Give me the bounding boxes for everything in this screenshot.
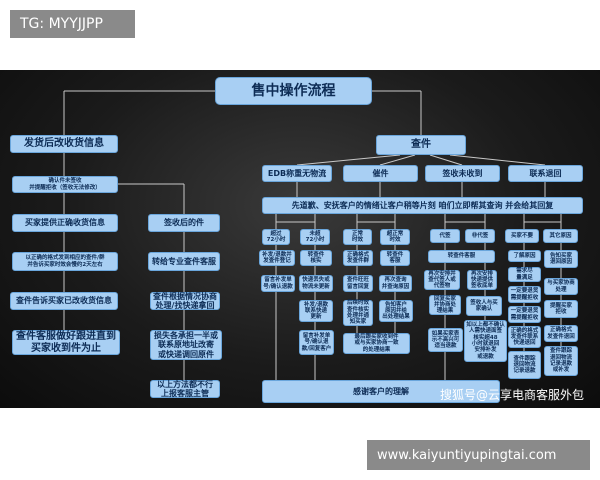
flow-node: 超过 72小时 — [262, 229, 290, 245]
flow-node: 非代签 — [465, 229, 495, 243]
flow-node: 查件跟踪 退回物流 记录退款 或补发 — [544, 346, 578, 376]
flow-node: 查件客服做好跟进直到 买家收到件为止 — [12, 330, 120, 355]
flow-node: 一定要退货 需提醒拒收 — [508, 306, 541, 323]
flow-node: 了解原因 — [508, 250, 541, 262]
flow-node: 如果买家表 示不高兴可 适当退款 — [428, 328, 463, 352]
flow-node: 转查件 客服 — [380, 250, 410, 266]
flow-node: 买家提供正确收货信息 — [12, 214, 118, 232]
flow-node: 查件根据情况协商 处理/找快递拿回 — [150, 292, 220, 310]
flow-node: 催件 — [343, 165, 418, 182]
connector-line — [296, 154, 401, 166]
flowchart-title: 售中操作流程 — [215, 77, 372, 105]
flow-node: 以正确的格式发到相应的查件/群 并告诉买家时效会慢约2天左右 — [12, 252, 118, 271]
flow-node: 发货后改收货信息 — [10, 135, 118, 153]
flow-node: 转给专业查件客服 — [148, 252, 220, 271]
flow-node: 未超 72小时 — [300, 229, 330, 245]
flowchart: 售中操作流程 发货后改收货信息 查件确认件未签收 并提醒拒收（签收无法修改） 买家提… — [0, 70, 600, 408]
flow-node: 后续时效 查件核实 处理并通 知买家 — [343, 300, 373, 326]
flow-node: 提醒买家 拒收 — [544, 300, 578, 318]
flow-node: 损失各承担一半或 联系原地址改寄 或快递调回原件 — [150, 330, 222, 360]
flow-node: 留言补发单 号/确认退款 — [261, 275, 295, 292]
flow-node: 查件旺旺 留言回复 — [343, 275, 373, 292]
flow-node: 正确格式 发查件群 — [343, 250, 373, 266]
flow-node: 回复买家 并协商处 理结果 — [429, 295, 461, 315]
connector-line — [379, 154, 416, 166]
flow-node: 告知买家 退回原因 — [544, 250, 578, 268]
connector-line — [429, 154, 463, 166]
flow-node: 查件 — [376, 135, 466, 155]
flow-node: 先道歉、安抚客户的情绪让客户稍等片刻 咱们立即帮其查询 并会给其回复 — [262, 197, 583, 214]
flow-node: 转查件 核实 — [300, 250, 332, 266]
flow-node: 再次安排并 查代签人或 代签物 — [424, 270, 460, 290]
overlay-tag: TG: MYYJJPP — [10, 10, 135, 38]
flow-node: 其它原因 — [543, 229, 578, 243]
flow-node: 再次查询 并查询原因 — [379, 275, 412, 292]
flow-node: 再次安排 快递提供 签收底单 — [467, 270, 497, 290]
flow-node: 正确的格式 发查件联系 快递退回 — [508, 326, 541, 348]
flow-node: 正常 时效 — [343, 229, 372, 245]
flow-node: 查件告诉买家已改收货信息 — [10, 292, 118, 310]
flow-node: 感谢客户的理解 — [262, 380, 500, 403]
flow-node: 转查件客服 — [428, 250, 495, 263]
flow-node: 快递丢失或 物流未更新 — [299, 275, 333, 292]
flow-node: 补发/退款 联系快递 更新 — [299, 300, 333, 322]
connector-line — [449, 154, 546, 166]
flow-node: 联系退回 — [508, 165, 583, 182]
flow-node: 留言补发单 号/确认退 款/回复客户 — [299, 330, 334, 355]
flow-node: 一定要退货 需提醒拒收 — [508, 286, 541, 303]
footer-url: www.kaiyuntiyupingtai.com — [367, 440, 590, 470]
flow-node: 如以上都不确认 人需快递面签 核实超48 小时就退回 安排补发 或退款 — [464, 320, 507, 362]
flow-node: 最后跟买家收到件 或与买家协商一致 的处理结果 — [343, 333, 410, 354]
flow-node: 正确格式 发查件退回 — [544, 325, 578, 342]
flow-node: 签收人与买 家确认 — [466, 296, 502, 316]
flow-node: EDB称重无物流 — [262, 165, 332, 182]
flow-node: 代签 — [430, 229, 460, 243]
flow-node: 告知客户 原因并给 出处理结果 — [379, 300, 413, 322]
flow-node: 签收未收到 — [425, 165, 500, 182]
watermark: 搜狐号@云享电商客服外包 — [440, 388, 585, 402]
flow-node: 查件跟踪 退回物流 记录退款 — [508, 351, 541, 379]
flow-node: 买家不要 — [505, 229, 539, 243]
flow-node: 需求尽 量满足 — [508, 267, 541, 282]
flow-node: 超正常 时效 — [380, 229, 410, 245]
flow-node: 确认件未签收 并提醒拒收（签收无法修改） — [12, 176, 118, 193]
flow-node: 以上方法都不行 上报客服主管 — [150, 380, 220, 398]
flow-node: 签收后的件 — [148, 214, 220, 232]
flow-node: 补发/退款并 发查件登记 — [259, 250, 295, 266]
flow-node: 与买家协商 处理 — [544, 278, 578, 295]
